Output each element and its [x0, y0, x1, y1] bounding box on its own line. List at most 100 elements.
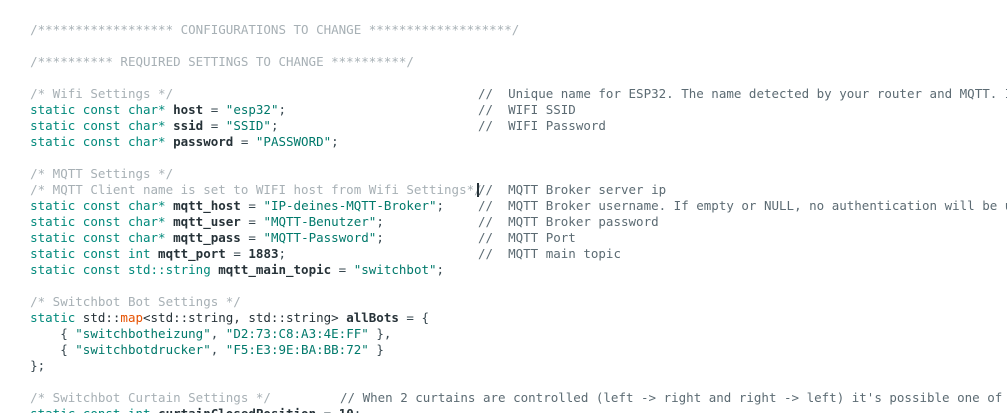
code-line-declaration-mqtt-user: static const char* mqtt_user = "MQTT-Ben…: [0, 198, 1007, 229]
brace-open-token: = {: [398, 310, 429, 325]
code-line-declaration-ssid: static const char* ssid = "SSID"; // WIF…: [0, 102, 1007, 133]
operator-token: =: [240, 134, 256, 149]
comma-token: ,: [210, 326, 226, 341]
keyword-tokens: static const int: [30, 406, 150, 413]
semicolon-token: ;: [270, 118, 279, 133]
semicolon-token: ;: [376, 214, 384, 229]
code-line-declaration-curtain-closed-position: static const int curtainClosedPosition =…: [0, 390, 1007, 413]
map-value-string: "D2:73:C8:A3:4E:FF": [225, 326, 369, 341]
identifier-token: mqtt_port: [150, 246, 234, 261]
keyword-tokens: static const char*: [30, 198, 166, 213]
code-segment: static const int curtainClosedPosition =…: [30, 406, 361, 413]
identifier-token: mqtt_host: [165, 198, 249, 213]
line-comment: // MQTT main topic: [478, 246, 621, 261]
block-comment-text: /********** REQUIRED SETTINGS TO CHANGE …: [30, 54, 414, 69]
entry-tail: }: [368, 342, 384, 357]
namespace-token: std::: [75, 310, 121, 325]
block-comment-text: /* MQTT Client name is set to WIFI host …: [30, 182, 482, 197]
code-line-closing-brace: };: [0, 342, 1007, 373]
code-line-declaration-host: static const char* host = "esp32"; // Un…: [0, 86, 1007, 117]
line-comment: // MQTT Port: [478, 230, 576, 245]
code-segment: static const char* ssid = "SSID";: [30, 118, 278, 134]
code-line: /* Wifi Settings */: [0, 70, 1007, 101]
code-line: /* MQTT Settings */: [0, 150, 1007, 181]
keyword-tokens: static const char*: [30, 118, 166, 133]
operator-token: =: [210, 102, 226, 117]
string-literal: "IP-deines-MQTT-Broker": [263, 198, 437, 213]
keyword-token: static: [30, 310, 76, 325]
keyword-tokens: static const int: [30, 246, 151, 261]
code-segment: static const std::string mqtt_main_topic…: [30, 262, 444, 278]
code-line: /****************** CONFIGURATIONS TO CH…: [0, 6, 1007, 37]
code-segment: static const char* mqtt_host = "IP-deine…: [30, 198, 444, 214]
identifier-token: allBots: [346, 310, 399, 325]
code-line-declaration-mqtt-port: static const int mqtt_port = 1883; // MQ…: [0, 230, 1007, 261]
code-line-blank: [0, 134, 1007, 150]
operator-token: =: [248, 198, 264, 213]
line-comment: // MQTT Broker server ip: [478, 182, 667, 197]
string-literal: "PASSWORD": [255, 134, 332, 149]
entry-indent: {: [30, 326, 76, 341]
operator-token: =: [248, 214, 264, 229]
operator-token: =: [324, 406, 339, 413]
keyword-tokens: static const char*: [30, 134, 166, 149]
block-comment-text: /* Switchbot Bot Settings */: [30, 294, 241, 309]
block-comment-text: /* MQTT Settings */: [30, 166, 174, 181]
code-line-clipped: static const int curtainOpenPosition = 1…: [0, 406, 1007, 413]
operator-token: =: [248, 230, 264, 245]
entry-tail: },: [368, 326, 392, 341]
map-key-string: "switchbotheizung": [75, 326, 211, 341]
identifier-token: mqtt_main_topic: [210, 262, 339, 277]
entry-indent: {: [30, 342, 76, 357]
map-key-string: "switchbotdrucker": [75, 342, 211, 357]
line-comment: // WIFI Password: [478, 118, 606, 133]
identifier-token: mqtt_pass: [165, 230, 249, 245]
map-value-string: "F5:E3:9E:BA:BB:72": [225, 342, 369, 357]
code-line-blank: [0, 262, 1007, 278]
closing-brace-text: };: [30, 358, 46, 373]
semicolon-token: ;: [376, 230, 384, 245]
string-literal: "SSID": [225, 118, 271, 133]
keyword-tokens: static const char*: [30, 214, 166, 229]
code-line-blank: [0, 54, 1007, 70]
block-comment-text: /* Switchbot Curtain Settings */: [30, 390, 271, 405]
block-comment-text: /* Wifi Settings */: [30, 86, 174, 101]
operator-token: =: [338, 262, 354, 277]
semicolon-token: ;: [354, 406, 362, 413]
semicolon-token: ;: [278, 246, 287, 261]
code-line-blank: [0, 22, 1007, 38]
line-comment: // Unique name for ESP32. The name detec…: [478, 86, 1007, 101]
code-line-declaration-mqtt-main-topic: static const std::string mqtt_main_topic…: [0, 246, 1007, 277]
identifier-token: ssid: [165, 118, 211, 133]
identifier-token: password: [165, 134, 241, 149]
code-line-map-declaration: static std::map<std::string, std::string…: [0, 294, 1007, 325]
code-line: /* MQTT Client name is set to WIFI host …: [0, 166, 1007, 197]
line-comment: // WIFI SSID: [478, 102, 576, 117]
line-comment: // MQTT Broker username. If empty or NUL…: [478, 198, 1007, 213]
code-line: /********** REQUIRED SETTINGS TO CHANGE …: [0, 38, 1007, 69]
keyword-tokens: static const char*: [30, 230, 166, 245]
number-literal: 10: [339, 406, 354, 413]
identifier-token: host: [165, 102, 211, 117]
identifier-token: curtainClosedPosition: [151, 406, 324, 413]
operator-token: =: [233, 246, 249, 261]
identifier-token: mqtt_user: [165, 214, 249, 229]
string-literal: "MQTT-Password": [263, 230, 377, 245]
keyword-tokens: static const char*: [30, 102, 166, 117]
code-line-declaration-password: static const char* password = "PASSWORD"…: [0, 118, 1007, 149]
code-line-declaration-mqtt-host: static const char* mqtt_host = "IP-deine…: [0, 182, 1007, 213]
code-segment: static const int mqtt_port = 1883;: [30, 246, 286, 262]
line-comment: // MQTT Broker password: [478, 214, 659, 229]
semicolon-token: ;: [278, 102, 287, 117]
code-line-map-entry: { "switchbotheizung", "D2:73:C8:A3:4E:FF…: [0, 310, 1007, 341]
block-comment-text: /****************** CONFIGURATIONS TO CH…: [30, 22, 520, 37]
string-literal: "esp32": [225, 102, 279, 117]
code-segment: static const char* password = "PASSWORD"…: [30, 134, 339, 150]
code-line-declaration-mqtt-pass: static const char* mqtt_pass = "MQTT-Pas…: [0, 214, 1007, 245]
code-line: /* Switchbot Bot Settings */: [0, 278, 1007, 309]
line-comment: // When 2 curtains are controlled (left …: [340, 390, 1007, 405]
code-line: /* Switchbot Curtain Settings */: [0, 374, 1007, 405]
semicolon-token: ;: [436, 198, 445, 213]
template-args-token: <std::string, std::string>: [143, 310, 347, 325]
